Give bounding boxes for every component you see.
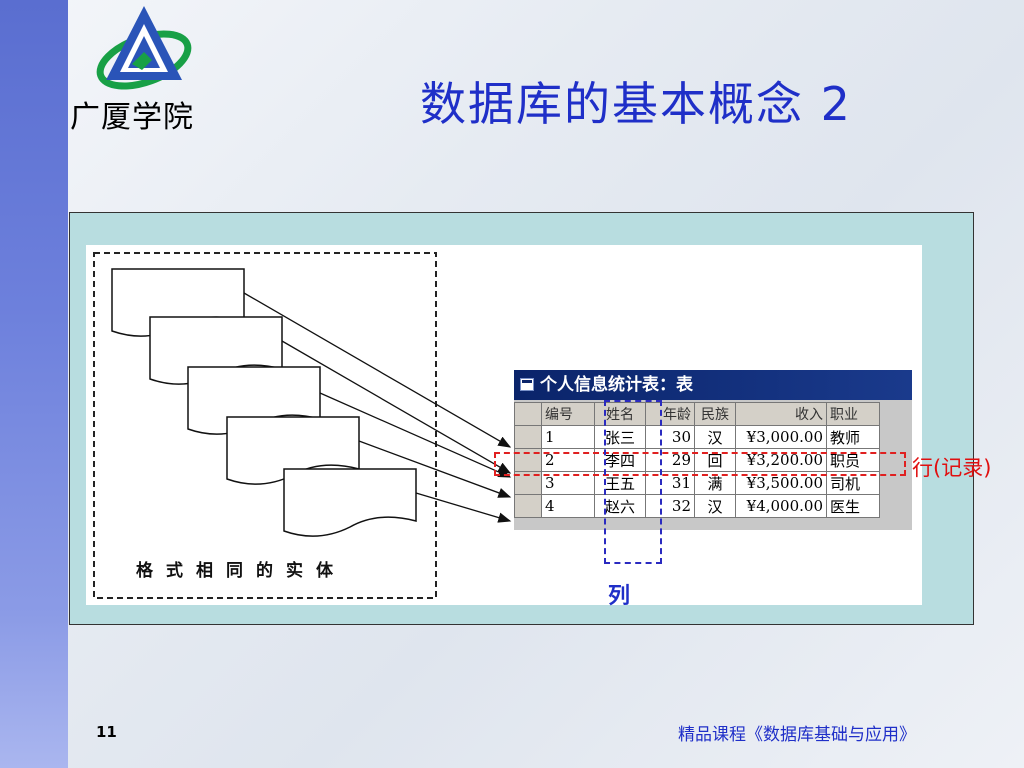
entity-diagram [93,252,512,599]
table-row: 4 赵六 32 汉 ¥4,000.00 医生 [514,494,880,518]
cell-ethnicity: 汉 [694,425,736,449]
school-name: 广厦学院 [70,100,194,135]
row-selector [514,494,542,518]
cell-age: 30 [645,425,695,449]
cell-occupation: 医生 [826,494,880,518]
left-accent-bar [0,0,68,768]
cell-age: 32 [645,494,695,518]
cell-name: 张三 [594,425,646,449]
entity-caption: 格式相同的实体 [136,561,346,581]
table-row: 1 张三 30 汉 ¥3,000.00 教师 [514,425,880,449]
table-window: 个人信息统计表：表 编号 姓名 年龄 民族 收入 职业 1 张三 30 汉 ¥3… [514,370,912,530]
column-highlight-box [604,400,662,564]
slide-title: 数据库的基本概念 2 [420,77,852,131]
column-header-income: 收入 [735,402,827,426]
page-number: 11 [96,723,117,741]
cell-ethnicity: 汉 [694,494,736,518]
row-label: 行(记录) [912,456,992,480]
column-label: 列 [608,584,631,609]
table-window-title: 个人信息统计表：表 [540,375,693,395]
cell-income: ¥4,000.00 [735,494,827,518]
mapping-arrows [243,292,512,523]
cell-income: ¥3,200.00 [735,448,827,472]
row-selector-header [514,402,542,426]
cell-id: 4 [541,494,595,518]
column-header-name: 姓名 [594,402,646,426]
row-highlight-box [494,452,906,476]
cell-id: 1 [541,425,595,449]
table-header-row: 编号 姓名 年龄 民族 收入 职业 [514,402,880,426]
column-header-occupation: 职业 [826,402,880,426]
school-logo [96,6,192,90]
course-name: 精品课程《数据库基础与应用》 [678,725,916,745]
column-header-ethnicity: 民族 [694,402,736,426]
cell-income: ¥3,000.00 [735,425,827,449]
column-header-id: 编号 [541,402,595,426]
cell-occupation: 教师 [826,425,880,449]
entity-group-border [93,252,437,599]
table-icon [520,378,534,391]
row-selector [514,425,542,449]
column-header-age: 年龄 [645,402,695,426]
table-window-titlebar: 个人信息统计表：表 [514,370,912,400]
entity-card [111,268,417,537]
